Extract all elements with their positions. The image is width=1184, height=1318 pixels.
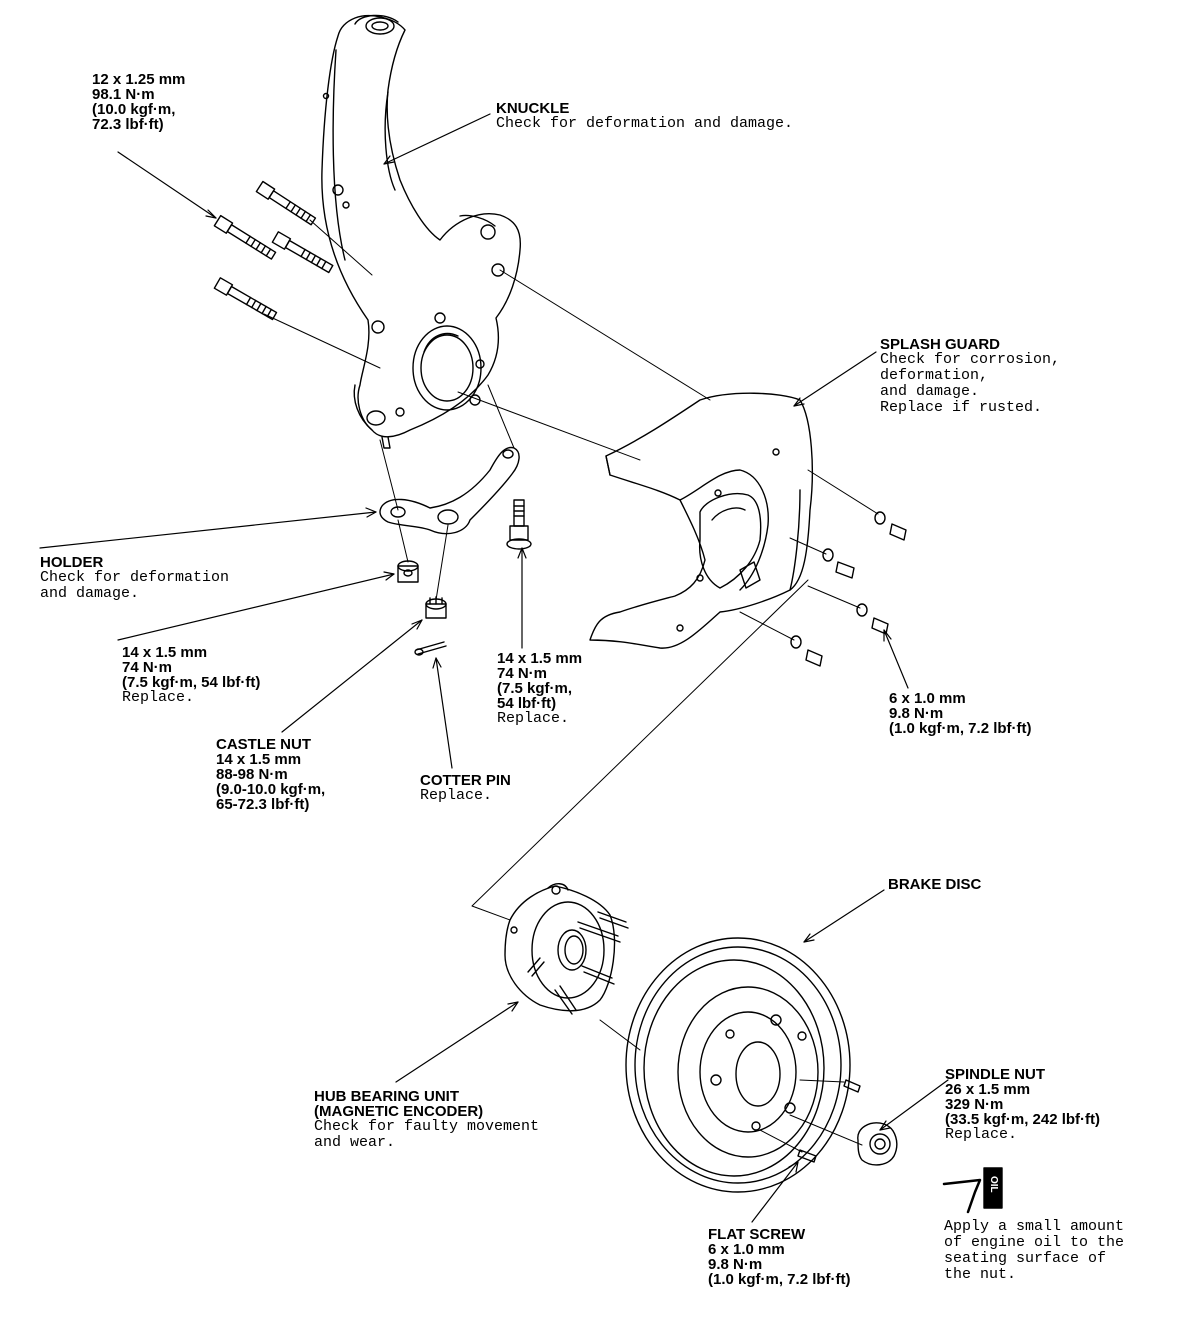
spec-line: 54 lbf·ft) bbox=[497, 695, 557, 712]
spec-line: 74 N·m bbox=[122, 659, 173, 676]
part-title: KNUCKLE bbox=[496, 100, 570, 117]
spec-line: 72.3 lbf·ft) bbox=[92, 116, 164, 133]
spec-line: CASTLE NUT bbox=[216, 736, 311, 753]
label-splash-guard-bolts: 6 x 1.0 mm 9.8 N·m (1.0 kgf·m, 7.2 lbf·f… bbox=[889, 691, 1032, 736]
knuckle-part bbox=[321, 14, 522, 449]
note-line: Apply a small amount bbox=[944, 1218, 1125, 1235]
part-title: SPLASH GUARD bbox=[880, 336, 1001, 353]
spec-line: (10.0 kgf·m, bbox=[92, 101, 176, 118]
holder-bolt bbox=[506, 499, 532, 550]
label-holder-bolt: 14 x 1.5 mm 74 N·m (7.5 kgf·m, 54 lbf·ft… bbox=[497, 651, 582, 727]
spec-line: HUB BEARING UNIT bbox=[314, 1088, 459, 1105]
note-line: and damage. bbox=[40, 585, 140, 602]
spec-line: (7.5 kgf·m, 54 lbf·ft) bbox=[122, 674, 261, 691]
spec-line: 14 x 1.5 mm bbox=[122, 644, 208, 661]
label-oil-note: Apply a small amount of engine oil to th… bbox=[944, 1219, 1124, 1283]
note-line: Replace. bbox=[420, 787, 493, 804]
part-title: HOLDER bbox=[40, 554, 104, 571]
note-line: Check for corrosion, bbox=[880, 351, 1061, 368]
part-title: BRAKE DISC bbox=[888, 876, 982, 893]
note-line: Replace. bbox=[122, 689, 195, 706]
spec-line: (33.5 kgf·m, 242 lbf·ft) bbox=[945, 1111, 1101, 1128]
exploded-view-lines bbox=[263, 219, 879, 1153]
oil-tag-text: OIL bbox=[988, 1176, 999, 1193]
spec-line: (MAGNETIC ENCODER) bbox=[314, 1103, 484, 1120]
note-line: deformation, bbox=[880, 367, 989, 384]
holder-part bbox=[379, 446, 520, 535]
note-line: seating surface of bbox=[944, 1250, 1107, 1267]
note-line: Check for deformation and damage. bbox=[496, 115, 794, 132]
label-spindle-nut: SPINDLE NUT 26 x 1.5 mm 329 N·m (33.5 kg… bbox=[945, 1067, 1100, 1143]
label-castle-nut: CASTLE NUT 14 x 1.5 mm 88-98 N·m (9.0-10… bbox=[216, 737, 325, 812]
spec-line: SPINDLE NUT bbox=[945, 1066, 1046, 1083]
spec-line: (1.0 kgf·m, 7.2 lbf·ft) bbox=[889, 720, 1032, 737]
note-line: and damage. bbox=[880, 383, 980, 400]
oil-symbol[interactable] bbox=[942, 1167, 1003, 1214]
label-cotter-pin: COTTER PIN Replace. bbox=[420, 773, 511, 804]
hub-bearing-part bbox=[504, 883, 629, 1015]
leader-lines bbox=[39, 113, 949, 1223]
spec-line: (1.0 kgf·m, 7.2 lbf·ft) bbox=[708, 1271, 851, 1288]
label-holder: HOLDER Check for deformation and damage. bbox=[40, 555, 229, 602]
spec-line: 88-98 N·m bbox=[216, 766, 288, 783]
spec-line: 12 x 1.25 mm bbox=[92, 71, 186, 88]
note-line: Check for deformation bbox=[40, 569, 230, 586]
note-line: the nut. bbox=[944, 1266, 1017, 1283]
brake-disc-part bbox=[625, 937, 851, 1193]
spec-line: 6 x 1.0 mm bbox=[708, 1241, 785, 1258]
spec-line: 74 N·m bbox=[497, 665, 548, 682]
spec-line: (7.5 kgf·m, bbox=[497, 680, 573, 697]
label-holder-nut: 14 x 1.5 mm 74 N·m (7.5 kgf·m, 54 lbf·ft… bbox=[122, 645, 260, 706]
spec-line: 329 N·m bbox=[945, 1096, 1004, 1113]
note-line: and wear. bbox=[314, 1134, 396, 1151]
part-title: COTTER PIN bbox=[420, 772, 511, 789]
splash-guard-part bbox=[589, 392, 813, 649]
spec-line: 14 x 1.5 mm bbox=[216, 751, 302, 768]
knuckle-bolts bbox=[213, 180, 334, 321]
holder-nuts bbox=[397, 560, 447, 656]
spec-line: 98.1 N·m bbox=[92, 86, 155, 103]
spec-line: 65-72.3 lbf·ft) bbox=[216, 796, 310, 813]
label-splash-guard: SPLASH GUARD Check for corrosion, deform… bbox=[880, 337, 1060, 416]
label-hub-bearing: HUB BEARING UNIT (MAGNETIC ENCODER) Chec… bbox=[314, 1089, 539, 1151]
spec-line: FLAT SCREW bbox=[708, 1226, 806, 1243]
note-line: Check for faulty movement bbox=[314, 1118, 540, 1135]
spec-line: 14 x 1.5 mm bbox=[497, 650, 583, 667]
spec-line: 6 x 1.0 mm bbox=[889, 690, 966, 707]
label-brake-disc: BRAKE DISC bbox=[888, 877, 981, 892]
spec-line: 26 x 1.5 mm bbox=[945, 1081, 1031, 1098]
spec-line: (9.0-10.0 kgf·m, bbox=[216, 781, 326, 798]
label-knuckle-bolts: 12 x 1.25 mm 98.1 N·m (10.0 kgf·m, 72.3 … bbox=[92, 72, 185, 132]
flat-screws bbox=[797, 1079, 861, 1163]
note-line: of engine oil to the bbox=[944, 1234, 1125, 1251]
spec-line: 9.8 N·m bbox=[708, 1256, 763, 1273]
note-line: Replace. bbox=[497, 710, 570, 727]
label-flat-screw: FLAT SCREW 6 x 1.0 mm 9.8 N·m (1.0 kgf·m… bbox=[708, 1227, 851, 1287]
spindle-nut-part bbox=[857, 1122, 898, 1166]
spec-line: 9.8 N·m bbox=[889, 705, 944, 722]
label-knuckle: KNUCKLE Check for deformation and damage… bbox=[496, 101, 793, 132]
note-line: Replace. bbox=[945, 1126, 1018, 1143]
note-line: Replace if rusted. bbox=[880, 399, 1043, 416]
